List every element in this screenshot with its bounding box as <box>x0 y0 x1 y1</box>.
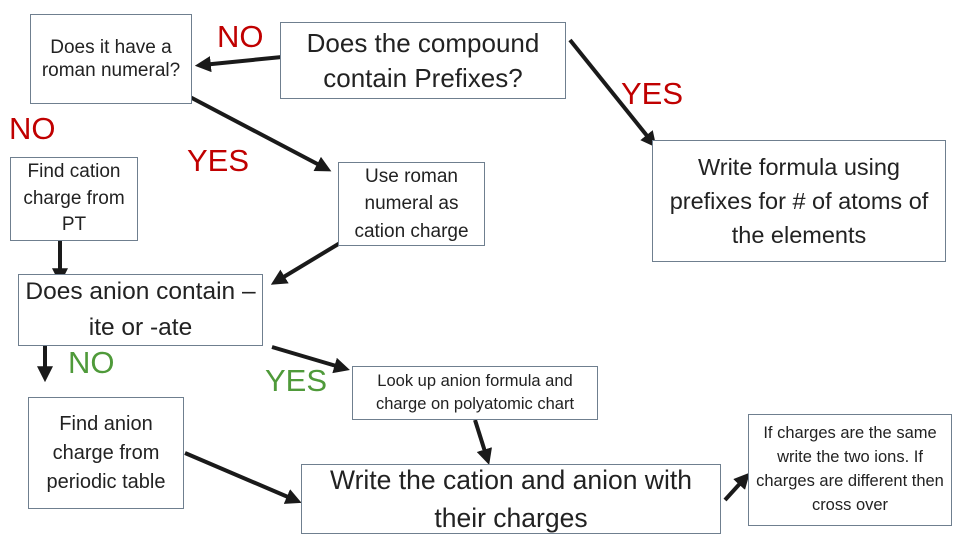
cross-over-box: If charges are the same write the two io… <box>748 414 952 526</box>
arrow-anion-to-lookup <box>271 345 350 374</box>
write-cation-anion-box: Write the cation and anion with their ch… <box>301 464 721 534</box>
label-yes-anion: YES <box>265 363 328 398</box>
label-yes-mid: YES <box>187 143 250 178</box>
roman-numeral-question: Does it have a roman numeral? <box>30 14 192 104</box>
lookup-anion-box: Look up anion formula and charge on poly… <box>352 366 598 420</box>
arrow-anion-pt-to-write <box>184 451 302 504</box>
find-anion-charge-box: Find anion charge from periodic table <box>28 397 184 509</box>
arrow-prefix-to-roman <box>194 55 283 73</box>
arrow-lookup-to-write <box>473 419 492 465</box>
label-no-top: NO <box>217 19 264 54</box>
write-formula-prefixes-box: Write formula using prefixes for # of at… <box>652 140 946 262</box>
prefix-question: Does the compound contain Prefixes? <box>280 22 566 99</box>
arrow-write-to-crossover <box>723 472 750 502</box>
use-roman-numeral-box: Use roman numeral as cation charge <box>338 162 485 246</box>
find-cation-charge-box: Find cation charge from PT <box>10 157 138 241</box>
arrow-prefix-to-formula <box>568 38 657 148</box>
label-no-anion: NO <box>68 345 115 380</box>
label-yes-right: YES <box>621 76 684 111</box>
arrow-roman-to-use-roman <box>189 95 332 172</box>
label-no-left: NO <box>9 111 56 146</box>
arrow-use-roman-to-anion <box>270 238 347 285</box>
anion-ite-ate-question: Does anion contain –ite or -ate <box>18 274 263 346</box>
